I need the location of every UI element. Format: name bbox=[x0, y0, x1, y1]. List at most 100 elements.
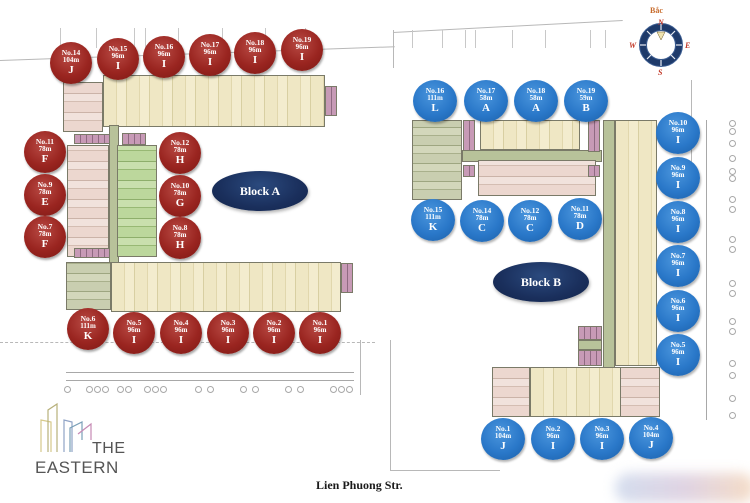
unit-number: No.6 bbox=[80, 314, 96, 324]
block-b-unit-5[interactable]: No.5 96m I bbox=[656, 334, 700, 376]
unit-area: 96m bbox=[595, 431, 609, 440]
unit-number: No.10 bbox=[668, 118, 688, 128]
block-b-unit-14[interactable]: No.14 78m C bbox=[460, 200, 504, 242]
block-a-unit-4[interactable]: No.4 96m I bbox=[160, 312, 202, 354]
block-a-dimension-line bbox=[66, 380, 354, 381]
block-a-unit-19[interactable]: No.19 96m I bbox=[281, 29, 323, 71]
grid-tick bbox=[412, 30, 413, 48]
unit-area: 96m bbox=[671, 258, 685, 267]
unit-number: No.9 bbox=[670, 163, 686, 173]
unit-area: 96m bbox=[295, 42, 309, 51]
unit-type: I bbox=[115, 60, 121, 73]
block-b-unit-15[interactable]: No.15 111m K bbox=[411, 199, 455, 241]
unit-type: I bbox=[299, 51, 305, 64]
block-b-south-west-unit bbox=[492, 367, 530, 417]
grid-tick bbox=[512, 30, 513, 48]
block-b-unit-6[interactable]: No.6 96m I bbox=[656, 290, 700, 332]
block-b-label: Block B bbox=[493, 262, 589, 302]
unit-type: J bbox=[648, 439, 654, 452]
grid-axis-marker bbox=[117, 386, 124, 393]
block-b-unit-4[interactable]: No.4 104m J bbox=[629, 417, 673, 459]
block-a-unit-3[interactable]: No.3 96m I bbox=[207, 312, 249, 354]
block-b-unit-9[interactable]: No.9 96m I bbox=[656, 157, 700, 199]
unit-type: L bbox=[431, 102, 439, 115]
unit-number: No.18 bbox=[526, 86, 546, 96]
unit-type: H bbox=[175, 154, 185, 167]
unit-number: No.1 bbox=[495, 424, 511, 434]
unit-type: E bbox=[41, 196, 49, 209]
block-b-unit-10[interactable]: No.10 96m I bbox=[656, 112, 700, 154]
site-boundary-lower-b2 bbox=[390, 470, 500, 471]
block-b-unit-8[interactable]: No.8 96m I bbox=[656, 201, 700, 243]
block-b-unit-3[interactable]: No.3 96m I bbox=[580, 418, 624, 460]
block-a-unit-11[interactable]: No.11 78m F bbox=[24, 131, 66, 173]
unit-type: I bbox=[161, 58, 167, 71]
grid-axis-marker bbox=[729, 140, 736, 147]
unit-number: No.14 bbox=[61, 48, 81, 58]
block-a-core-3 bbox=[74, 248, 110, 258]
unit-type: I bbox=[599, 440, 605, 453]
unit-number: No.11 bbox=[570, 204, 590, 214]
unit-type: I bbox=[225, 334, 231, 347]
block-a-unit-7[interactable]: No.7 78m F bbox=[24, 216, 66, 258]
grid-axis-marker bbox=[160, 386, 167, 393]
block-b-south-wing bbox=[530, 367, 622, 417]
block-a-unit-8[interactable]: No.8 78m H bbox=[159, 217, 201, 259]
block-a-unit-15[interactable]: No.15 96m I bbox=[97, 38, 139, 80]
block-a-unit-14[interactable]: No.14 104m J bbox=[50, 42, 92, 84]
unit-area: 58m bbox=[529, 93, 543, 102]
block-a-unit-9[interactable]: No.9 78m E bbox=[24, 174, 66, 216]
unit-number: No.14 bbox=[472, 206, 492, 216]
unit-type: F bbox=[41, 238, 49, 251]
unit-type: J bbox=[500, 440, 506, 453]
grid-tick bbox=[178, 28, 179, 48]
unit-area: 96m bbox=[248, 45, 262, 54]
block-b-unit-1[interactable]: No.1 104m J bbox=[481, 418, 525, 460]
grid-axis-marker bbox=[86, 386, 93, 393]
block-a-dimension-line bbox=[66, 372, 354, 373]
unit-number: No.11 bbox=[35, 137, 55, 147]
block-a-stair-top bbox=[325, 86, 337, 116]
site-boundary-top-b bbox=[392, 19, 623, 33]
grid-axis-marker bbox=[285, 386, 292, 393]
unit-area: 96m bbox=[127, 325, 141, 334]
block-a-core-1 bbox=[74, 134, 110, 144]
compass-w: W bbox=[629, 41, 637, 50]
grid-axis-marker bbox=[729, 206, 736, 213]
unit-number: No.5 bbox=[670, 340, 686, 350]
block-a-unit-17[interactable]: No.17 96m I bbox=[189, 34, 231, 76]
unit-area: 104m bbox=[62, 55, 80, 64]
block-a-unit-10[interactable]: No.10 78m G bbox=[159, 175, 201, 217]
unit-number: No.5 bbox=[126, 318, 142, 328]
block-a-west-units bbox=[67, 145, 109, 257]
grid-axis-marker bbox=[102, 386, 109, 393]
block-a-unit-6[interactable]: No.6 111m K bbox=[67, 308, 109, 350]
block-b-unit-11[interactable]: No.11 78m D bbox=[558, 198, 602, 240]
unit-number: No.6 bbox=[670, 296, 686, 306]
block-a-unit-1[interactable]: No.1 96m I bbox=[299, 312, 341, 354]
block-b-corridor-v bbox=[603, 120, 615, 370]
site-boundary-right-a bbox=[360, 340, 361, 395]
unit-area: 104m bbox=[494, 431, 512, 440]
grid-axis-marker bbox=[729, 128, 736, 135]
block-a-unit-18[interactable]: No.18 96m I bbox=[234, 32, 276, 74]
block-b-unit-16[interactable]: No.16 111m L bbox=[413, 80, 457, 122]
grid-axis-marker bbox=[297, 386, 304, 393]
grid-tick bbox=[96, 28, 97, 48]
compass-rose: Bắc N S W E bbox=[625, 2, 697, 80]
block-a-unit-5[interactable]: No.5 96m I bbox=[113, 312, 155, 354]
block-b-unit-2[interactable]: No.2 96m I bbox=[531, 418, 575, 460]
block-b-unit-12[interactable]: No.12 78m C bbox=[508, 200, 552, 242]
unit-number: No.17 bbox=[200, 40, 220, 50]
block-a-bottom-wing bbox=[111, 262, 341, 312]
block-a-unit-16[interactable]: No.16 96m I bbox=[143, 36, 185, 78]
block-b-unit-19[interactable]: No.19 59m B bbox=[564, 80, 608, 122]
block-b-unit-18[interactable]: No.18 58m A bbox=[514, 80, 558, 122]
block-b-south-east-unit bbox=[620, 367, 660, 417]
block-a-unit-12[interactable]: No.12 78m H bbox=[159, 132, 201, 174]
block-b-unit-7[interactable]: No.7 96m I bbox=[656, 245, 700, 287]
unit-number: No.9 bbox=[37, 180, 53, 190]
unit-type: J bbox=[68, 64, 74, 77]
block-b-unit-17[interactable]: No.17 58m A bbox=[464, 80, 508, 122]
block-a-unit-2[interactable]: No.2 96m I bbox=[253, 312, 295, 354]
